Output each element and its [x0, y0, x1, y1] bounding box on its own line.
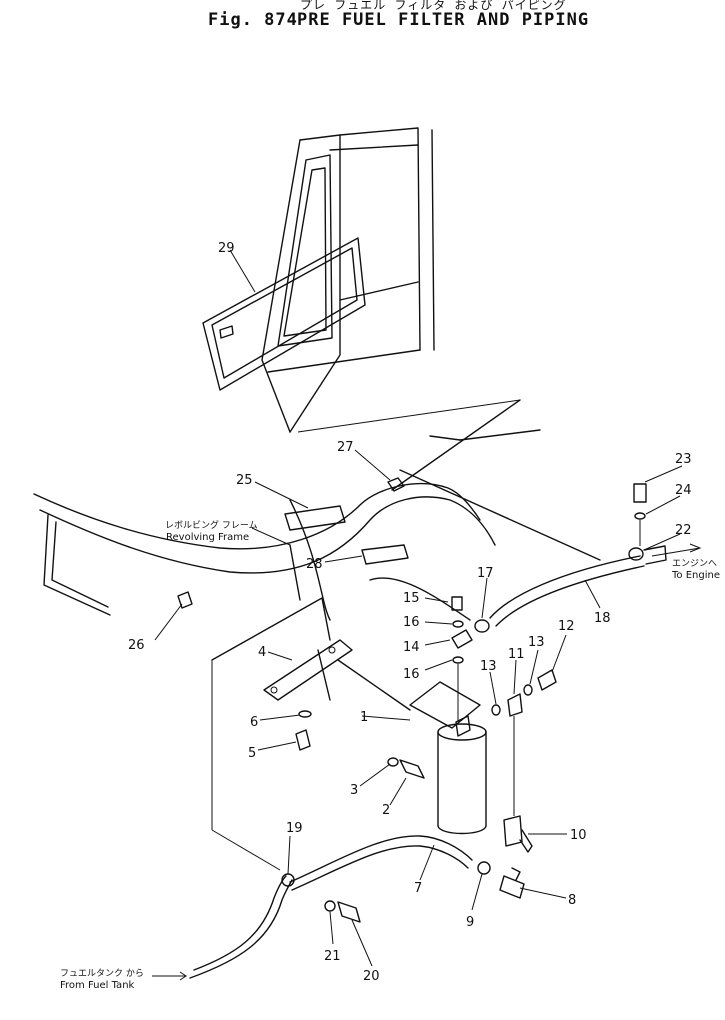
part-27-nut — [387, 477, 405, 492]
japanese-title: プレ フュエル フィルタ および パイピング — [300, 0, 567, 12]
callout-11: 11 — [508, 647, 525, 662]
part-3-washer — [387, 757, 399, 767]
callout-24: 24 — [675, 483, 692, 498]
callout-26: 26 — [128, 638, 145, 653]
part-17-clamp — [474, 619, 490, 633]
callout-25: 25 — [236, 473, 253, 488]
callout-1: 1 — [360, 710, 368, 725]
callout-7: 7 — [414, 881, 422, 896]
part-9-clamp — [477, 861, 491, 875]
part-20-bolt — [337, 901, 361, 923]
callout-numbers: 1 2 3 4 5 6 7 8 9 10 11 12 13 13 14 15 1… — [128, 241, 692, 984]
figure-number: Fig. 874 — [208, 10, 298, 30]
callout-10: 10 — [570, 828, 587, 843]
part-22-clamp — [628, 545, 667, 565]
door-panel — [202, 127, 435, 433]
part-8-elbow — [499, 867, 525, 899]
part-25-pad — [284, 505, 346, 531]
callout-22: 22 — [675, 523, 692, 538]
callout-23: 23 — [675, 452, 692, 467]
from-fuel-tank-en: From Fuel Tank — [60, 980, 135, 991]
part-2-bolt — [399, 759, 425, 779]
part-12-bolt — [537, 669, 557, 691]
callout-13-left: 13 — [480, 659, 497, 674]
callout-19: 19 — [286, 821, 303, 836]
revolving-frame — [33, 399, 601, 871]
callout-18: 18 — [594, 611, 611, 626]
to-engine-jp: エンジンへ — [672, 559, 717, 569]
part-13-washer-right — [523, 684, 533, 696]
callout-28: 28 — [306, 557, 323, 572]
part-24-washer — [634, 512, 646, 520]
callout-3: 3 — [350, 783, 358, 798]
callout-4: 4 — [258, 645, 266, 660]
figure-title: PRE FUEL FILTER AND PIPING — [297, 10, 590, 30]
part-16-washer-lower — [452, 656, 464, 664]
part-7-fuel-hose — [289, 835, 473, 891]
callout-20: 20 — [363, 969, 380, 984]
callout-6: 6 — [250, 715, 258, 730]
part-15-bolt — [451, 596, 463, 611]
callout-12: 12 — [558, 619, 575, 634]
callout-8: 8 — [568, 893, 576, 908]
part-1-fuel-filter — [337, 659, 487, 835]
part-5-bolt — [295, 729, 311, 751]
revolving-frame-jp: レボルビング フレーム — [165, 519, 258, 531]
part-10-valve — [503, 815, 533, 853]
part-14-banjo — [451, 629, 473, 649]
callout-15: 15 — [403, 591, 420, 606]
figure-header: プレ フュエル フィルタ および パイピング Fig. 874 PRE FUEL… — [0, 0, 725, 40]
callout-17: 17 — [477, 566, 494, 581]
fuel-tank-hose — [189, 875, 293, 979]
callout-27: 27 — [337, 440, 354, 455]
to-engine-en: To Engine — [671, 570, 720, 581]
callout-2: 2 — [382, 803, 390, 818]
part-4-bracket — [263, 639, 353, 701]
leader-lines — [152, 249, 702, 981]
callout-16-lower: 16 — [403, 667, 420, 682]
callout-16-upper: 16 — [403, 615, 420, 630]
revolving-frame-en: Revolving Frame — [166, 532, 249, 543]
callout-21: 21 — [324, 949, 341, 964]
part-16-washer-upper — [452, 620, 464, 628]
callout-29: 29 — [218, 241, 235, 256]
part-26-cap — [177, 591, 193, 609]
part-18-hose — [489, 555, 645, 627]
part-23-bolt — [633, 483, 647, 503]
part-28-plate — [361, 544, 409, 565]
callout-13-right: 13 — [528, 635, 545, 650]
callout-9: 9 — [466, 915, 474, 930]
from-fuel-tank-jp: フュエルタンク から — [60, 968, 144, 979]
engine-label: エンジンへ To Engine — [671, 559, 720, 581]
fuel-tank-label: フュエルタンク から From Fuel Tank — [60, 968, 144, 991]
part-6-washer — [298, 710, 312, 718]
frame-label: レボルビング フレーム Revolving Frame — [165, 519, 258, 543]
part-21-washer — [324, 900, 336, 912]
part-11-elbow — [507, 693, 523, 717]
callout-14: 14 — [403, 640, 420, 655]
callout-5: 5 — [248, 746, 256, 761]
part-13-washer-left — [491, 704, 501, 716]
